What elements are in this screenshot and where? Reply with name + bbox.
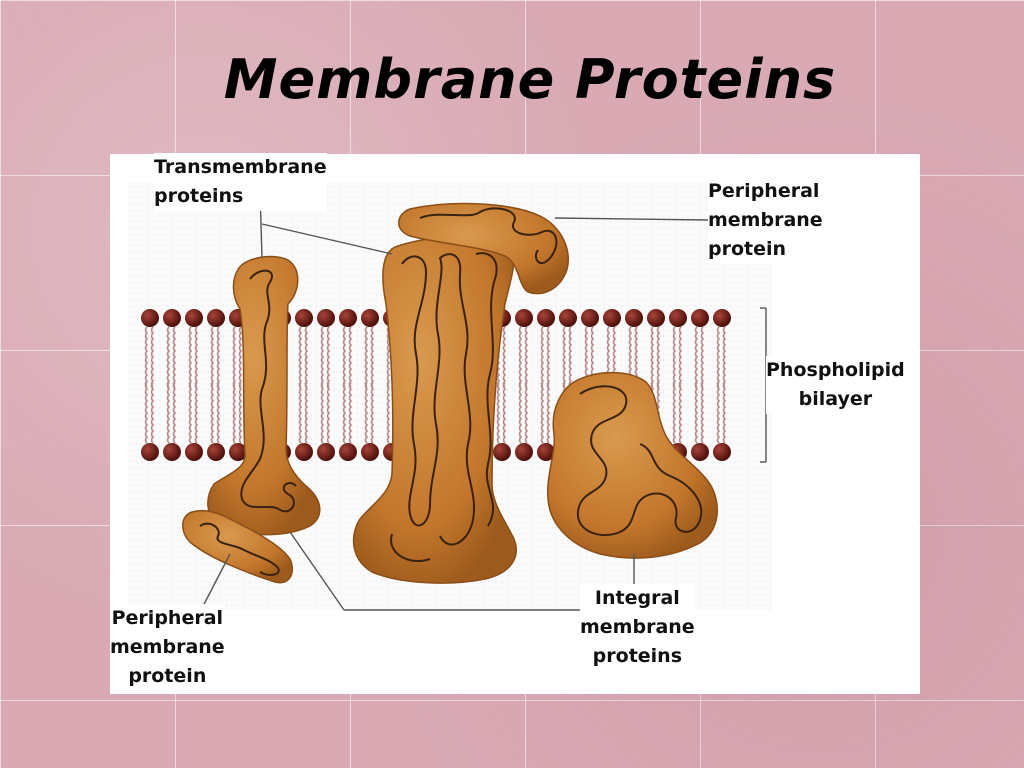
lipid-tail (540, 326, 545, 444)
label-peripheral-membrane-protein-top: Peripheral membrane protein (708, 177, 823, 264)
label-line: Transmembrane (154, 156, 327, 178)
lipid-tail (348, 326, 353, 444)
lipid-head (581, 309, 599, 327)
label-line: membrane (708, 209, 823, 231)
label-line: proteins (592, 645, 683, 667)
integral-protein (546, 371, 718, 559)
lipid-tail (364, 326, 369, 444)
lipid-head (185, 309, 203, 327)
lipid-head (625, 309, 643, 327)
lipid-tail (524, 326, 529, 444)
lipid-tail (238, 326, 243, 444)
lipid-tail (166, 326, 171, 444)
peripheral-protein-top (398, 202, 569, 295)
lipid-head (669, 309, 687, 327)
lipid-tail (232, 326, 237, 444)
lipid-tail (326, 326, 331, 444)
lipid-head (141, 309, 159, 327)
lipid-tail (150, 326, 155, 444)
lipid-tail (304, 326, 309, 444)
label-line: membrane (110, 636, 225, 658)
lipid-head (515, 309, 533, 327)
lipid-head (295, 309, 313, 327)
lipid-tail (694, 326, 699, 444)
lipid-head (339, 309, 357, 327)
lipid-head (163, 309, 181, 327)
lipid-tail (342, 326, 347, 444)
label-line: Integral (594, 587, 680, 609)
lipid-head (713, 443, 731, 461)
label-line: protein (708, 238, 787, 260)
label-transmembrane-proteins: Transmembrane proteins (154, 153, 327, 211)
membrane-illustration (128, 182, 772, 613)
lipid-head (361, 443, 379, 461)
peripheral-protein-bottom (182, 509, 294, 584)
lipid-tail (188, 326, 193, 444)
lipid-tail (194, 326, 199, 444)
lipid-head (207, 309, 225, 327)
lipid-tail (216, 326, 221, 444)
lipid-tail (716, 326, 721, 444)
lipid-tail (172, 326, 177, 444)
slide-title: Membrane Proteins (223, 48, 837, 111)
label-line: Peripheral (708, 180, 820, 202)
lipid-tail (678, 326, 683, 444)
lipid-head (339, 443, 357, 461)
lipid-head (229, 443, 247, 461)
lipid-head (559, 309, 577, 327)
lipid-head (317, 443, 335, 461)
label-line: bilayer (798, 388, 873, 410)
lipid-head (647, 309, 665, 327)
label-line: Phospholipid (766, 359, 905, 381)
lipid-head (163, 443, 181, 461)
lipid-tail (518, 326, 523, 444)
label-line: protein (128, 665, 207, 687)
lipid-head (603, 309, 621, 327)
label-phospholipid-bilayer: Phospholipid bilayer (766, 356, 905, 414)
lipid-tail (144, 326, 149, 444)
lipid-tail (320, 326, 325, 444)
label-line: Peripheral (111, 607, 224, 629)
lipid-tail (210, 326, 215, 444)
label-peripheral-membrane-protein-bottom: Peripheral membrane protein (110, 604, 225, 691)
lipid-head (317, 309, 335, 327)
lipid-head (537, 443, 555, 461)
lipid-tail (298, 326, 303, 444)
lipid-head (537, 309, 555, 327)
lipid-tail (386, 326, 391, 444)
lipid-tail (672, 326, 677, 444)
lipid-head (207, 443, 225, 461)
label-integral-membrane-proteins: Integral membrane proteins (580, 584, 695, 671)
lipid-tail (722, 326, 727, 444)
lipid-head (515, 443, 533, 461)
lipid-tail (502, 326, 507, 444)
label-line: membrane (580, 616, 695, 638)
lipid-tail (546, 326, 551, 444)
lipid-head (141, 443, 159, 461)
lipid-head (713, 309, 731, 327)
membrane-diagram: Transmembrane proteins Peripheral membra… (110, 153, 920, 694)
transmembrane-protein-small (207, 255, 321, 536)
transmembrane-protein-large (352, 235, 517, 584)
lipid-tail (700, 326, 705, 444)
lipid-head (361, 309, 379, 327)
lipid-head (691, 309, 709, 327)
lipid-tail (370, 326, 375, 444)
lipid-head (185, 443, 203, 461)
lipid-head (691, 443, 709, 461)
lipid-head (493, 443, 511, 461)
label-line: proteins (154, 185, 244, 207)
lipid-head (295, 443, 313, 461)
